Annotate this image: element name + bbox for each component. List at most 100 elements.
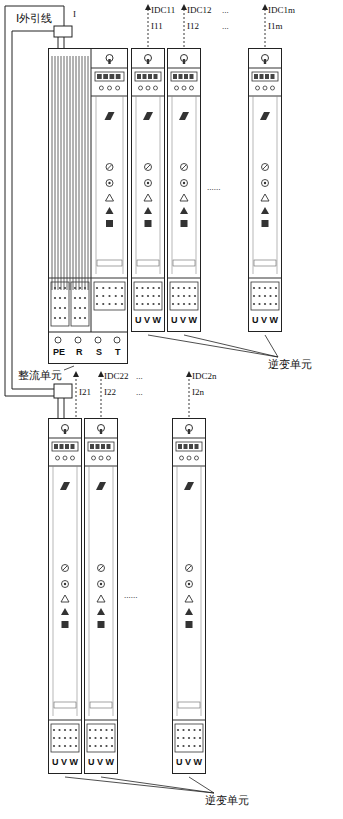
current-label: ... xyxy=(222,21,229,32)
terminal-pin xyxy=(188,295,190,297)
terminal-pin xyxy=(59,297,61,299)
terminal-pin xyxy=(100,729,102,731)
icon xyxy=(108,182,110,184)
terminal-pin xyxy=(194,295,196,297)
icon xyxy=(183,182,185,184)
current-label: I1m xyxy=(268,21,283,32)
heat-sink-fin xyxy=(76,56,77,290)
digit xyxy=(71,444,75,449)
terminal-pin xyxy=(158,295,160,297)
icon xyxy=(188,583,190,585)
icon xyxy=(262,220,269,227)
digit xyxy=(116,74,121,79)
digit xyxy=(107,444,111,449)
icon xyxy=(108,165,112,169)
logo xyxy=(96,482,106,490)
current-label: I2n xyxy=(192,387,204,398)
current-arrow xyxy=(148,7,149,47)
icon xyxy=(181,180,188,187)
terminal-block xyxy=(87,724,115,752)
terminal-pin xyxy=(74,297,76,299)
terminal-pin xyxy=(58,745,60,747)
current-label: IDC2n xyxy=(192,371,217,382)
button xyxy=(106,456,110,460)
digit xyxy=(184,444,188,449)
terminal-pin xyxy=(177,303,179,305)
terminal-pin xyxy=(183,303,185,305)
terminal-pin xyxy=(69,729,71,731)
terminal-pin xyxy=(141,287,143,289)
warning-icon xyxy=(261,194,269,201)
terminal-pin xyxy=(172,287,174,289)
terminal-pin xyxy=(269,303,271,305)
terminal-pin xyxy=(74,317,76,319)
leader-line xyxy=(101,777,214,793)
terminal-pin xyxy=(253,303,255,305)
drive-panel xyxy=(48,425,82,753)
panel-line xyxy=(248,278,282,279)
terminal-pin xyxy=(183,295,185,297)
keyhole-slot xyxy=(147,59,149,64)
warning-icon xyxy=(97,608,105,615)
digit xyxy=(148,74,152,79)
current-label: I xyxy=(73,9,76,20)
terminal-pin xyxy=(264,295,266,297)
icon xyxy=(62,565,69,572)
terminal-pin xyxy=(94,729,96,731)
panel-line xyxy=(248,68,282,69)
keyhole-slot xyxy=(108,59,110,64)
warning-icon xyxy=(61,608,69,615)
terminal-pin xyxy=(64,317,66,319)
digit xyxy=(184,74,188,79)
terminal-pin xyxy=(75,737,77,739)
button xyxy=(270,86,274,90)
terminal-pin xyxy=(100,745,102,747)
terminal-pin xyxy=(111,729,113,731)
bus-connector xyxy=(54,384,72,398)
warning-icon xyxy=(180,207,188,214)
label-plate xyxy=(173,260,195,266)
terminal-pin xyxy=(177,729,179,731)
bus-wire-line xyxy=(12,31,58,418)
terminal-label: U V W xyxy=(49,758,81,767)
panel-line xyxy=(131,278,165,279)
terminal-pin xyxy=(194,303,196,305)
terminal-pin xyxy=(54,307,56,309)
heat-sink-fin xyxy=(70,56,71,290)
terminal-pin xyxy=(64,297,66,299)
terminal-pin xyxy=(89,737,91,739)
digit xyxy=(189,444,193,449)
terminal-pin xyxy=(147,303,149,305)
inverter-unit: U V W xyxy=(172,418,206,774)
terminal-pin xyxy=(75,745,77,747)
panel-line xyxy=(172,720,206,721)
bus-wire xyxy=(5,6,72,418)
logo xyxy=(260,112,270,120)
button xyxy=(108,86,112,90)
terminal-label: U V W xyxy=(132,316,164,325)
display xyxy=(88,442,114,451)
terminal-block xyxy=(251,282,279,310)
terminal-pin xyxy=(64,745,66,747)
heat-sink-fin xyxy=(88,56,89,290)
terminal-pin xyxy=(199,737,201,739)
digit xyxy=(178,444,182,449)
display xyxy=(252,72,278,81)
drive-panel xyxy=(167,55,201,311)
bus-connector xyxy=(54,26,72,37)
icon xyxy=(262,164,269,171)
terminal-pin xyxy=(172,303,174,305)
panel-frame xyxy=(277,96,278,274)
icon xyxy=(182,165,186,169)
heat-sink-fin xyxy=(82,56,83,290)
terminal-pin xyxy=(79,287,81,289)
icon xyxy=(63,566,67,570)
terminal-pin xyxy=(147,287,149,289)
icon xyxy=(186,621,193,628)
drive-panel xyxy=(172,425,206,753)
digit xyxy=(195,444,199,449)
button xyxy=(189,86,193,90)
current-arrow xyxy=(184,7,185,47)
warning-icon xyxy=(185,595,193,602)
